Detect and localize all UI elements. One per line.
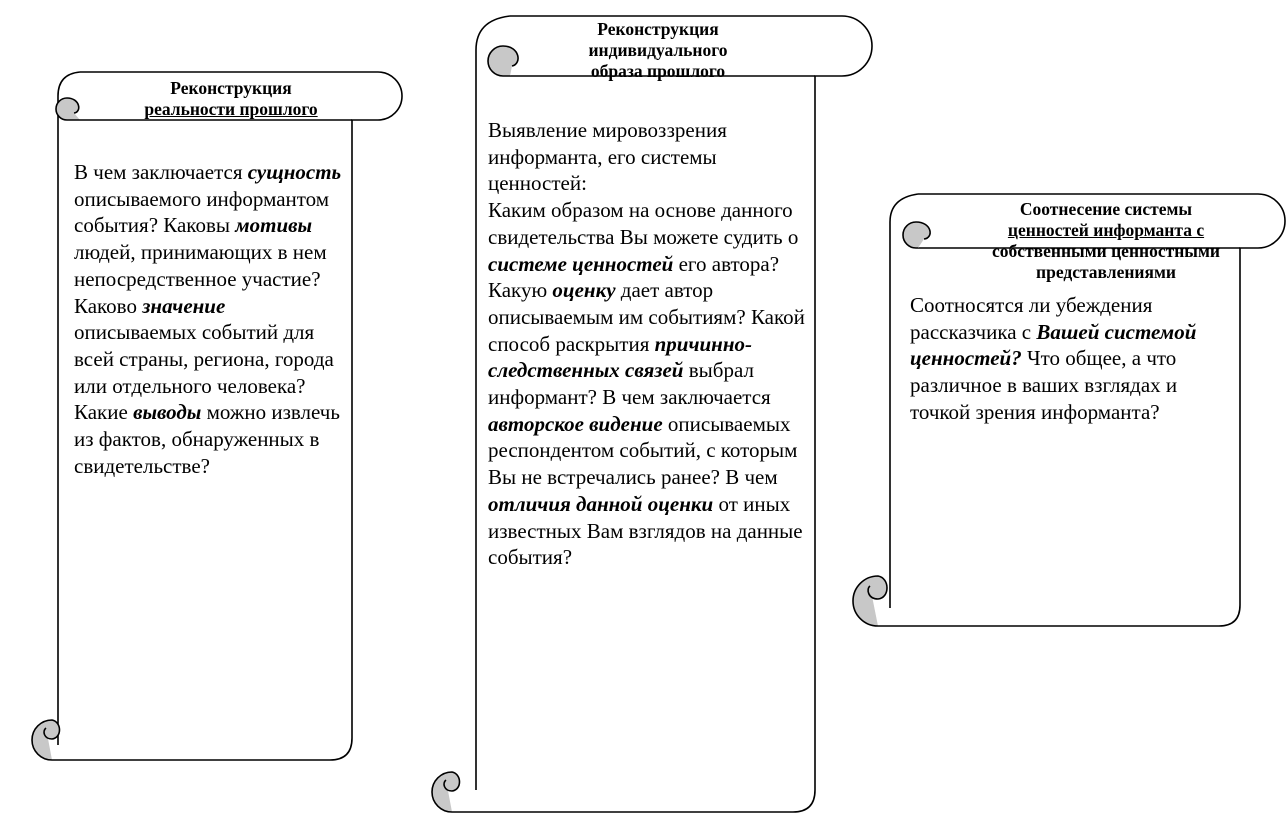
body-text: дает автор описываемым им событиям? Како… bbox=[488, 278, 805, 356]
emphasis-text: авторское видение bbox=[488, 411, 663, 436]
emphasis-text: Вашей системой ценностей? bbox=[910, 319, 1197, 371]
column-text-correlation: Соотносятся ли убеждения рассказчика с В… bbox=[910, 292, 1230, 426]
emphasis-text: значение bbox=[142, 293, 226, 318]
body-text: Соотносятся ли убеждения рассказчика с bbox=[910, 293, 1153, 344]
scroll-frame-reality bbox=[31, 71, 403, 761]
body-text: можно извлечь из фактов, обнаруженных в … bbox=[74, 400, 340, 478]
body-text: В чем заключается bbox=[74, 160, 248, 184]
body-text: от иных известных Вам взглядов на данные… bbox=[488, 491, 803, 570]
body-text: Что общее, а что различное в ваших взгля… bbox=[910, 346, 1178, 424]
scroll-curl-bottom-icon bbox=[852, 575, 888, 627]
title-line: ценностей информанта с bbox=[1007, 220, 1205, 240]
title-line: представлениями bbox=[1036, 262, 1176, 282]
scroll-curl-top-icon bbox=[487, 45, 519, 77]
title-line: индивидуального bbox=[588, 40, 728, 60]
body-text: Каким образом на основе данного свидетел… bbox=[488, 198, 799, 249]
column-title-individual: Реконструкция индивидуального образа про… bbox=[528, 19, 788, 82]
title-line: образа прошлого bbox=[590, 61, 726, 81]
scroll-curl-bottom-icon bbox=[431, 771, 461, 813]
emphasis-text: отличия данной оценки bbox=[488, 491, 714, 516]
body-text: Выявление мировоззрения информанта, его … bbox=[488, 118, 727, 196]
column-title-reality: Реконструкция реальности прошлого bbox=[118, 78, 344, 120]
emphasis-text: оценку bbox=[552, 278, 616, 303]
body-text: описываемых событий для всей страны, рег… bbox=[74, 320, 334, 425]
body-text: выбрал информант? В чем заключается bbox=[488, 358, 771, 410]
column-title-correlation: Соотнесение системы ценностей информанта… bbox=[930, 199, 1282, 283]
title-line: Соотнесение системы bbox=[1019, 199, 1193, 219]
body-text: описываемых респондентом событий, с кото… bbox=[488, 411, 798, 490]
title-line: собственными ценностными bbox=[992, 241, 1220, 261]
emphasis-text: сущность bbox=[247, 160, 342, 184]
emphasis-text: системе ценностей bbox=[488, 251, 674, 276]
body-text: людей, принимающих в нем непосредственно… bbox=[74, 240, 327, 318]
scroll-curl-bottom-icon bbox=[31, 719, 61, 761]
column-text-reality: В чем заключается сущность описываемого … bbox=[74, 159, 344, 479]
scroll-frame-individual bbox=[431, 15, 873, 813]
scroll-curl-top-icon bbox=[55, 97, 80, 121]
emphasis-text: мотивы bbox=[235, 213, 313, 238]
scroll-curl-top-icon bbox=[902, 221, 931, 249]
emphasis-text: причинно-следственных связей bbox=[488, 331, 752, 383]
emphasis-text: выводы bbox=[133, 400, 202, 425]
scroll-frame-correlation bbox=[852, 193, 1286, 627]
body-text: описываемого информантом события? Каковы bbox=[74, 186, 330, 238]
column-text-individual: Выявление мировоззрения информанта, его … bbox=[488, 117, 810, 571]
body-text: его автора? Какую bbox=[488, 251, 780, 303]
title-line: Реконструкция bbox=[170, 78, 292, 98]
title-line: реальности прошлого bbox=[144, 99, 318, 119]
title-line: Реконструкция bbox=[597, 19, 719, 39]
